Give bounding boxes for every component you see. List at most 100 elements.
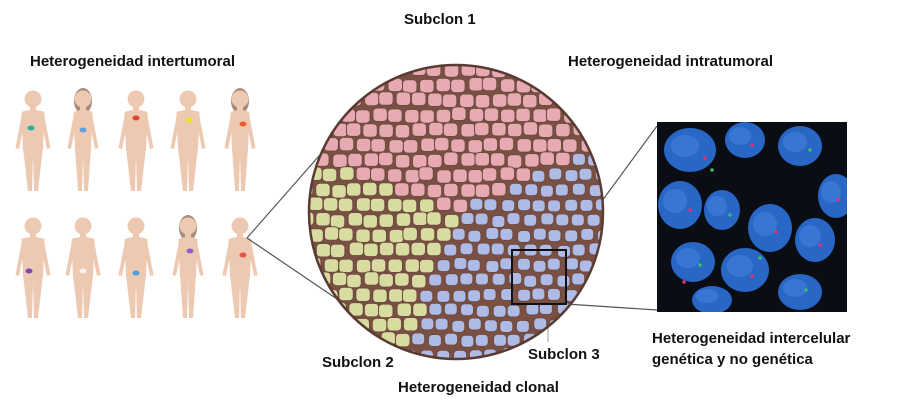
cell [461, 184, 476, 198]
cell [389, 140, 404, 154]
cell [330, 215, 345, 229]
cell [475, 273, 488, 285]
cell [371, 259, 386, 273]
cell [518, 289, 531, 301]
nucleus-highlight [783, 279, 807, 297]
cell [452, 228, 465, 240]
cell [316, 244, 331, 258]
cell [461, 335, 474, 347]
cell [338, 198, 353, 212]
cell [371, 139, 386, 153]
cell [323, 198, 338, 212]
cell [509, 273, 522, 285]
nucleus-highlight [676, 248, 700, 268]
cell [389, 229, 404, 243]
cell [379, 274, 394, 288]
cell [548, 230, 561, 242]
cell [468, 170, 483, 184]
cell [388, 259, 403, 273]
cell [443, 123, 458, 137]
cell [427, 212, 442, 226]
cell [445, 214, 460, 228]
cell [470, 198, 483, 210]
cell [467, 259, 480, 271]
subclon-3-label: Subclon 3 [528, 345, 600, 365]
patient-figure [171, 91, 206, 192]
intercelular-label-line1: Heterogeneidad intercelular [652, 329, 850, 349]
cell [413, 212, 428, 226]
cell [565, 170, 578, 182]
cell [524, 275, 537, 287]
cell [436, 78, 451, 92]
head [75, 218, 92, 235]
cell [453, 169, 468, 183]
cell [490, 153, 505, 167]
cell [405, 259, 420, 273]
cell [379, 214, 394, 228]
cell [356, 288, 371, 302]
legs [23, 275, 43, 318]
cell [475, 122, 490, 136]
tumor-spot [240, 122, 247, 127]
fish-signal [774, 230, 778, 234]
cell [541, 213, 554, 225]
cell [540, 152, 555, 166]
cell [437, 350, 450, 362]
head [25, 218, 42, 235]
cell [556, 214, 569, 226]
cell [388, 169, 403, 183]
cell [525, 184, 538, 196]
cell [339, 228, 354, 242]
cell [403, 289, 418, 303]
torso [231, 110, 250, 150]
cell [556, 123, 571, 136]
cell [558, 245, 571, 257]
cell [492, 183, 507, 197]
cell [316, 183, 331, 197]
cell [429, 122, 444, 136]
cell [364, 243, 379, 257]
cell [395, 273, 410, 287]
cell [509, 183, 522, 195]
tumor-spot [133, 116, 140, 121]
cell [555, 184, 568, 196]
fish-signal [818, 243, 822, 247]
cell [540, 274, 553, 286]
cell [356, 259, 371, 273]
cell [516, 320, 529, 332]
cell [324, 227, 339, 241]
cell [388, 198, 403, 212]
cell [364, 272, 379, 286]
cell [420, 228, 435, 242]
cell [565, 258, 578, 270]
cell [330, 244, 345, 258]
cell [419, 259, 434, 273]
patient-figure [119, 91, 154, 192]
cell [356, 167, 371, 181]
cell [461, 124, 476, 138]
cell [405, 169, 420, 183]
cell [340, 167, 355, 181]
tumor-spot [28, 126, 35, 131]
nucleus-highlight [727, 255, 753, 277]
cell [548, 200, 561, 212]
cell [500, 321, 513, 333]
cell [572, 244, 585, 256]
cell [501, 109, 516, 123]
cell [540, 185, 553, 197]
tumor-spot [80, 128, 87, 133]
cell [420, 79, 435, 93]
cell [372, 229, 387, 243]
cell [397, 303, 412, 317]
patient-figure [16, 218, 51, 319]
cell [475, 184, 490, 198]
cell [533, 139, 548, 153]
tumor-spot [187, 249, 194, 254]
cell [339, 287, 354, 301]
cell [333, 154, 348, 168]
cell [322, 168, 337, 182]
cell [475, 334, 488, 346]
nucleus-highlight [663, 189, 687, 213]
cell [347, 93, 362, 107]
cell [500, 79, 515, 93]
